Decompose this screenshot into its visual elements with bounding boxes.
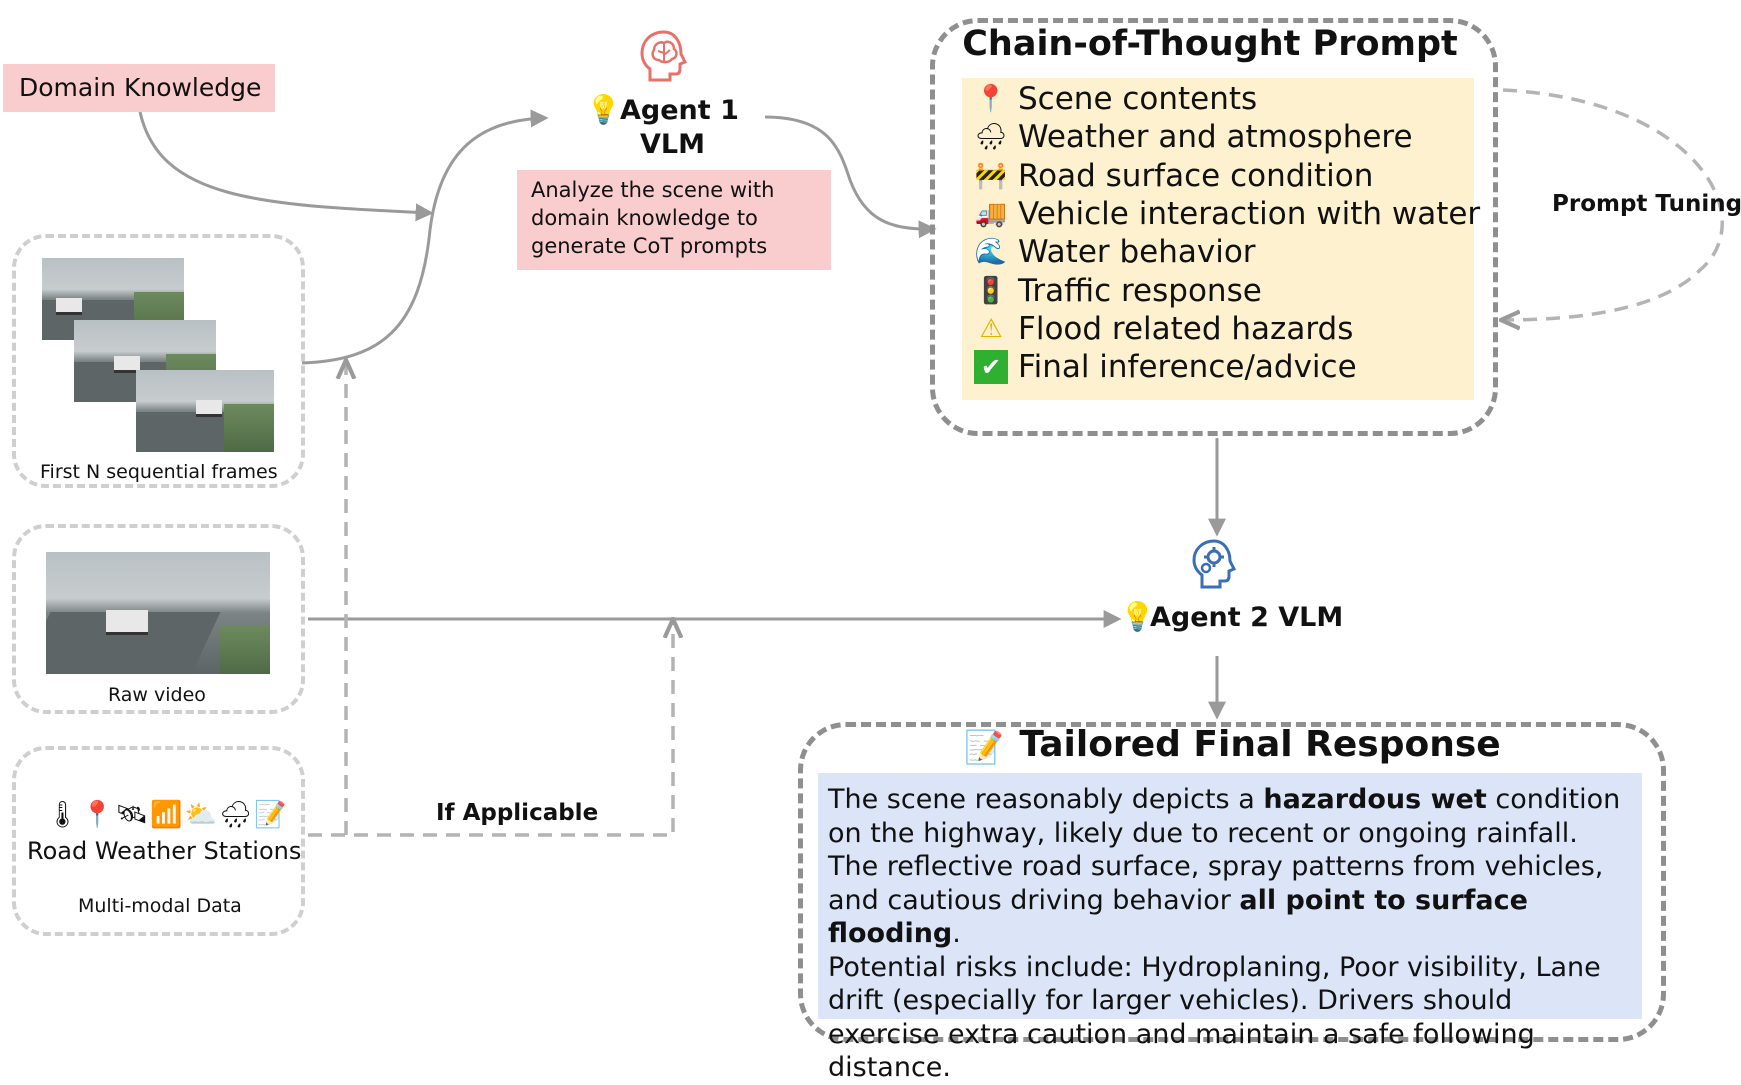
- raw-video-frame: [46, 552, 270, 674]
- rws-caption: Multi-modal Data: [78, 895, 242, 917]
- video-frame-3: [136, 370, 274, 452]
- cloud-rain-icon: 🌧: [974, 122, 1008, 152]
- cot-title: Chain-of-Thought Prompt: [962, 24, 1458, 64]
- lightbulb-icon: 💡: [1120, 600, 1155, 633]
- pushpin-icon: 📍: [974, 84, 1008, 114]
- domain-knowledge-box: Domain Knowledge: [3, 64, 275, 112]
- final-title: Tailored Final Response: [1019, 724, 1501, 765]
- agent1-task-box: Analyze the scene with domain knowledge …: [517, 170, 831, 270]
- cot-container: [930, 18, 1498, 436]
- agent1-title: Agent 1: [620, 95, 739, 126]
- raw-video-caption: Raw video: [108, 684, 206, 706]
- traffic-light-icon: 🚦: [974, 276, 1008, 306]
- rws-title: Road Weather Stations: [27, 837, 302, 865]
- truck-icon: 🚚: [974, 199, 1008, 229]
- prompt-tuning-label: Prompt Tuning: [1552, 191, 1741, 217]
- rws-box: [12, 746, 305, 936]
- check-mark-icon: ✔: [974, 350, 1008, 384]
- final-container: [798, 722, 1666, 1042]
- water-wave-icon: 🌊: [974, 237, 1008, 267]
- cot-panel: 📍 Scene contents 🌧 Weather and atmospher…: [962, 78, 1480, 400]
- agent2-title: Agent 2 VLM: [1150, 602, 1344, 633]
- diagram-canvas: Domain Knowledge 💡 Agent 1 VLM Analyze t…: [3, 18, 1741, 1083]
- raw-video-box: [12, 524, 305, 714]
- agent1-to-cot-arrow: [764, 115, 937, 239]
- connectors: [138, 88, 1724, 837]
- construction-barrier-icon: 🚧: [974, 161, 1008, 191]
- frames-to-agent1-arrow: [301, 109, 549, 365]
- prompt-tuning-loop: [1503, 88, 1724, 320]
- memo-icon: 📝: [964, 728, 1004, 766]
- rws-icons: 🌡📍🛰📶⛅🌧📝: [46, 800, 289, 830]
- frames-box: [12, 234, 305, 488]
- frames-caption: First N sequential frames: [40, 461, 278, 483]
- warning-icon: ⚠: [979, 314, 1003, 344]
- gear-head-icon: [1192, 539, 1237, 589]
- if-applicable-label: If Applicable: [436, 800, 599, 826]
- agent1-subtitle: VLM: [640, 129, 705, 160]
- brain-head-icon: [640, 30, 688, 82]
- rws-dashed-connector: [308, 621, 673, 837]
- lightbulb-icon: 💡: [586, 93, 621, 126]
- final-response-text: The scene reasonably depicts a hazardous…: [818, 773, 1642, 1083]
- domain-to-agent1-arrow: [138, 111, 434, 222]
